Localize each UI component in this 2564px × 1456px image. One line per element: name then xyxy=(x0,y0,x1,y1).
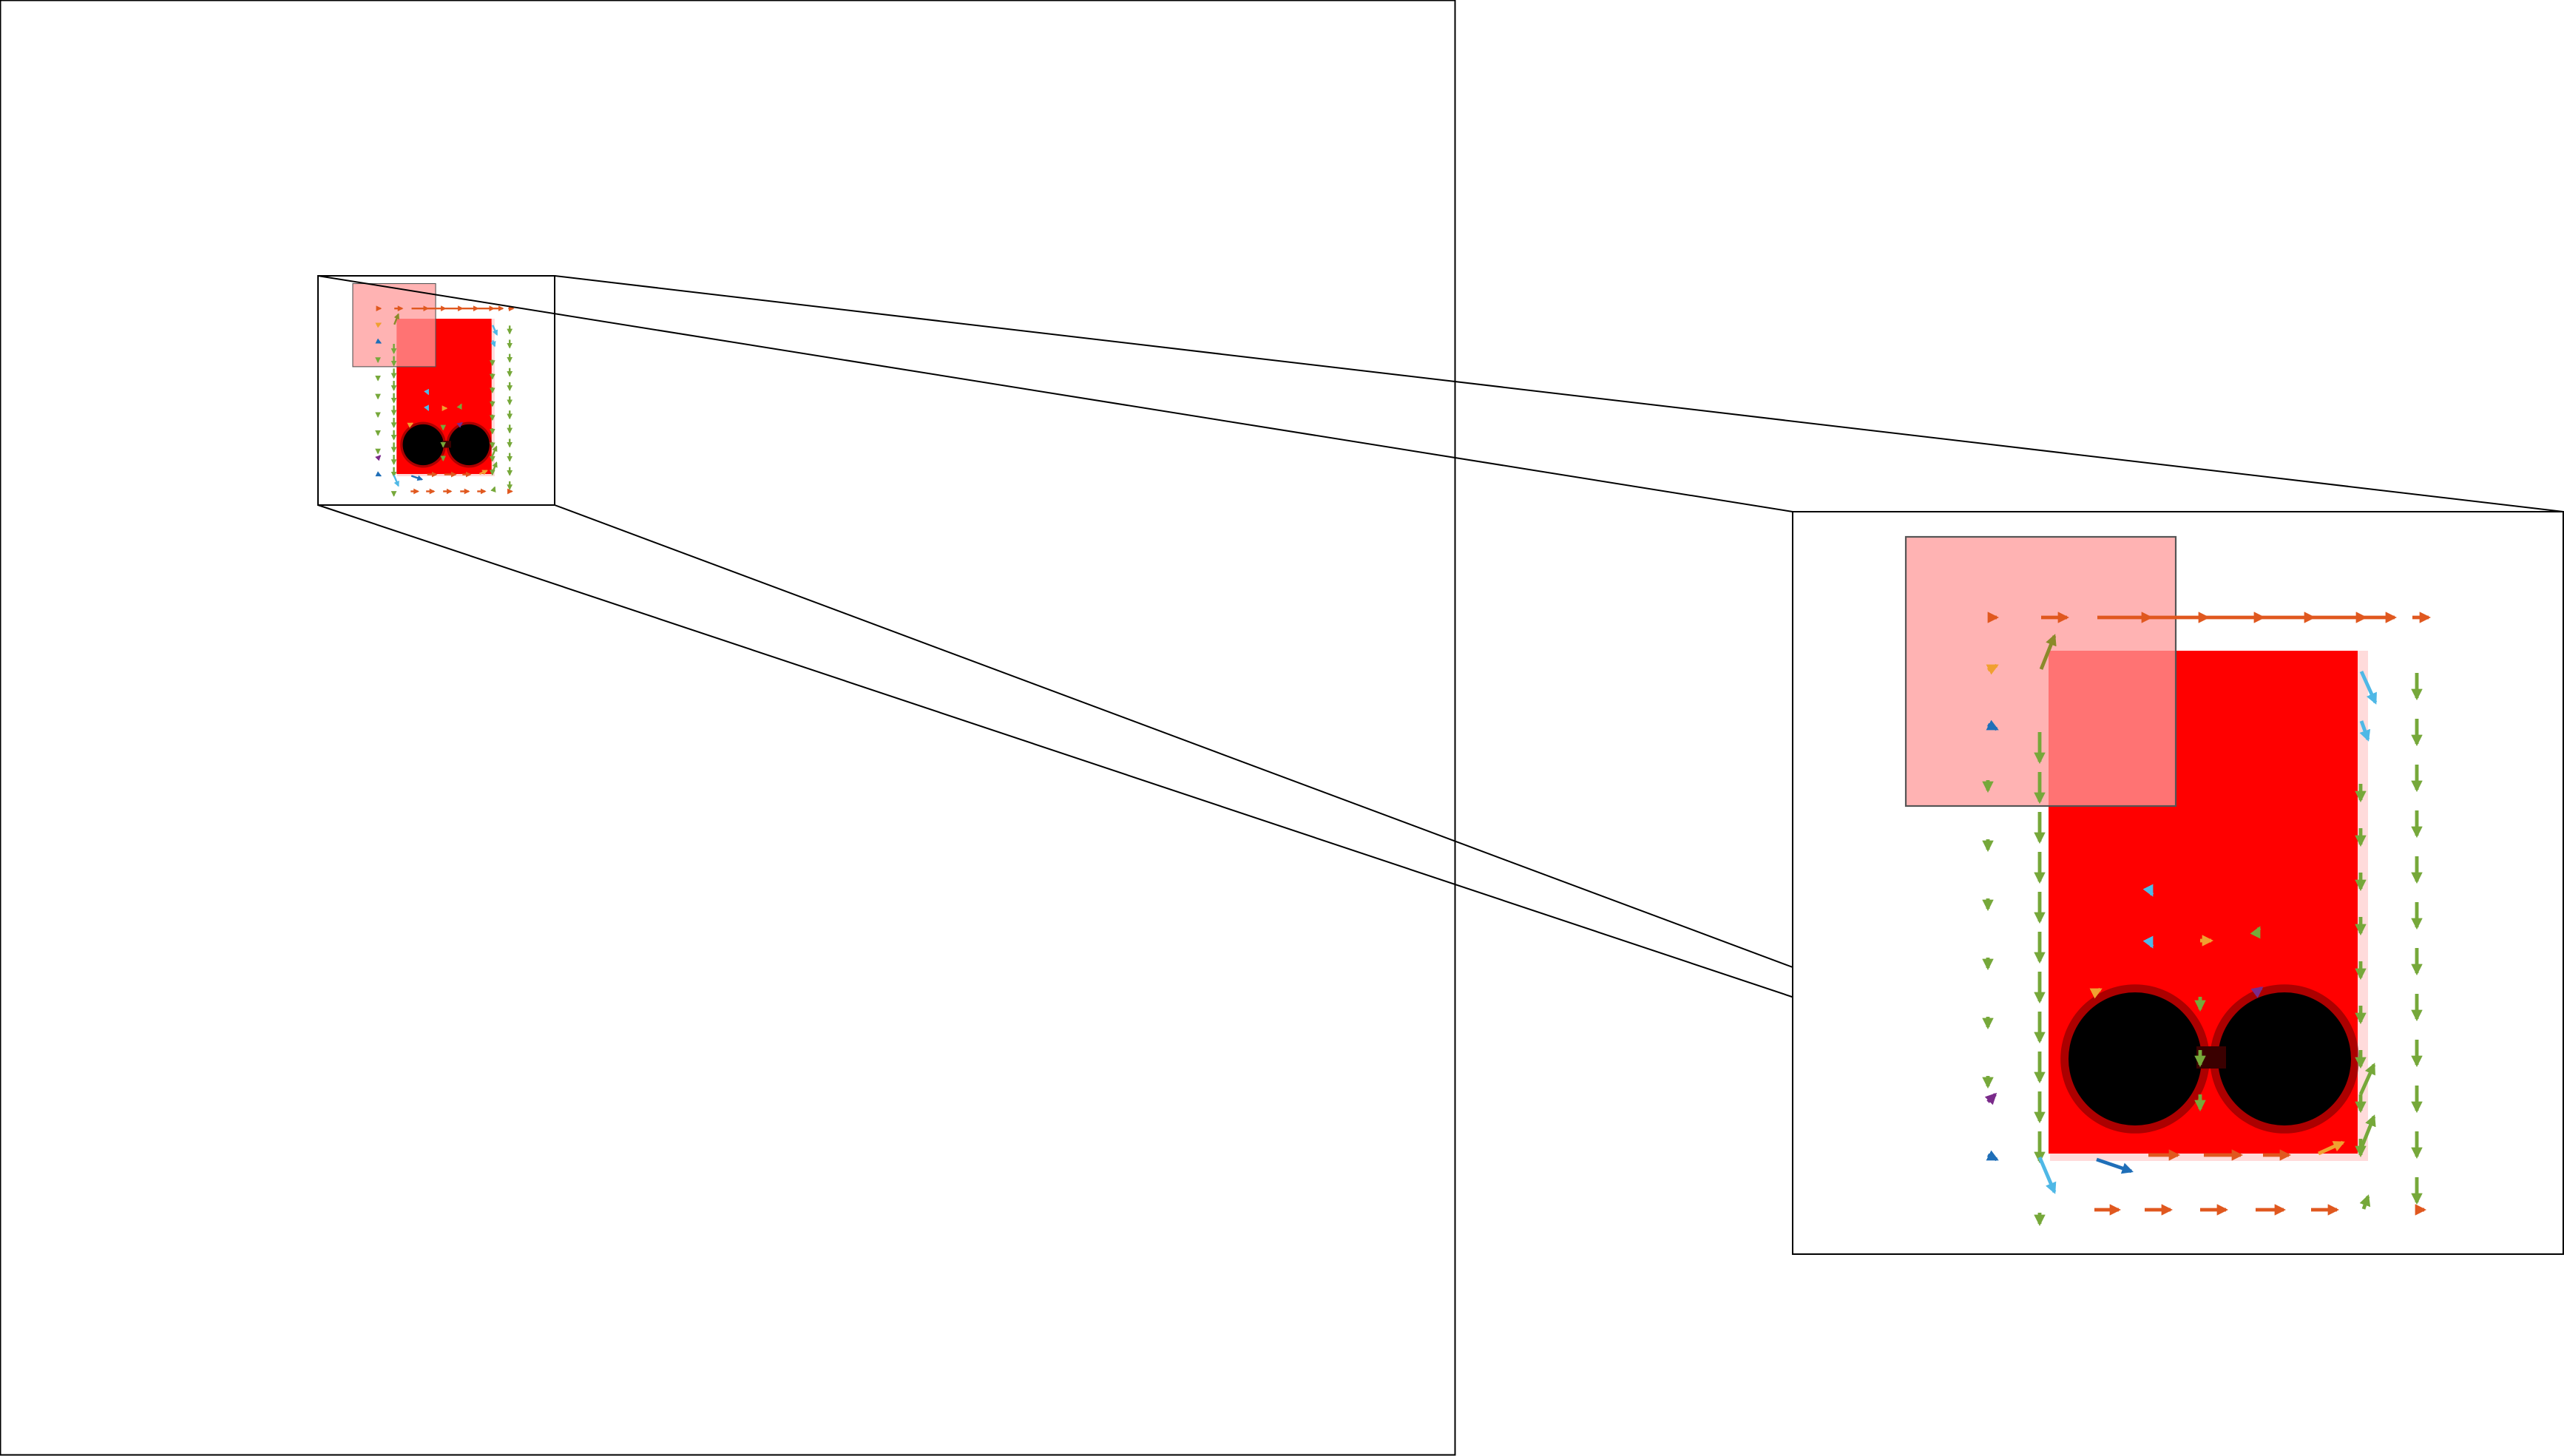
flow-arrow xyxy=(2037,1157,2057,1194)
pink-overlay-box xyxy=(1904,535,2177,807)
flow-arrow xyxy=(492,325,498,336)
flow-arrow xyxy=(2039,634,2057,670)
flow-arrow xyxy=(2089,987,2103,999)
connector-top-outer xyxy=(554,275,2564,512)
connector-bottom-inner xyxy=(554,504,1793,968)
flow-arrow xyxy=(2096,1157,2134,1174)
zoom-frame xyxy=(1792,511,2564,1255)
flow-arrow xyxy=(1986,663,1999,675)
flow-arrow xyxy=(1984,1092,1998,1105)
flow-arrow xyxy=(393,313,400,325)
flow-arrow xyxy=(2358,1063,2376,1095)
flow-arrow xyxy=(2250,986,2264,998)
wheel-axle xyxy=(442,441,451,448)
flow-arrow xyxy=(424,404,430,411)
flow-arrow xyxy=(2359,1194,2371,1210)
flow-arrow xyxy=(478,470,488,475)
overview-scene xyxy=(352,282,515,497)
flow-arrow xyxy=(2359,671,2378,705)
flow-arrow xyxy=(2250,926,2262,939)
flow-arrow xyxy=(424,388,430,396)
flow-arrow xyxy=(393,475,399,487)
connector-top-inner xyxy=(317,275,1793,512)
right-wheel xyxy=(448,424,490,466)
pink-overlay-box xyxy=(352,282,436,368)
flow-arrow xyxy=(490,339,496,348)
flow-arrow xyxy=(375,322,382,328)
flow-arrow xyxy=(491,461,498,473)
flow-arrow xyxy=(456,403,462,410)
flow-arrow xyxy=(410,475,424,481)
zoom-scene xyxy=(1904,535,2432,1227)
flow-arrow xyxy=(407,422,414,428)
flow-arrow xyxy=(375,471,382,477)
left-wheel xyxy=(402,424,444,466)
left-wheel xyxy=(2069,992,2202,1125)
overview-panel xyxy=(0,0,1456,1456)
flow-arrow xyxy=(2358,1114,2376,1151)
flow-arrow xyxy=(2142,935,2154,949)
flow-arrow xyxy=(375,455,382,461)
flow-arrow xyxy=(1986,1150,1999,1162)
flow-arrow xyxy=(2317,1140,2345,1156)
flow-arrow xyxy=(2359,720,2371,742)
right-wheel xyxy=(2218,992,2351,1125)
flow-arrow xyxy=(490,486,496,493)
flow-arrow xyxy=(491,445,498,456)
zoom-inset-panel xyxy=(1792,511,2564,1255)
flow-arrow xyxy=(456,421,463,428)
flow-arrow xyxy=(1986,719,1999,731)
flow-arrow xyxy=(375,338,382,344)
flow-arrow xyxy=(2142,884,2154,897)
overview-frame xyxy=(0,0,1456,1456)
zoom-region-box[interactable] xyxy=(317,275,555,506)
